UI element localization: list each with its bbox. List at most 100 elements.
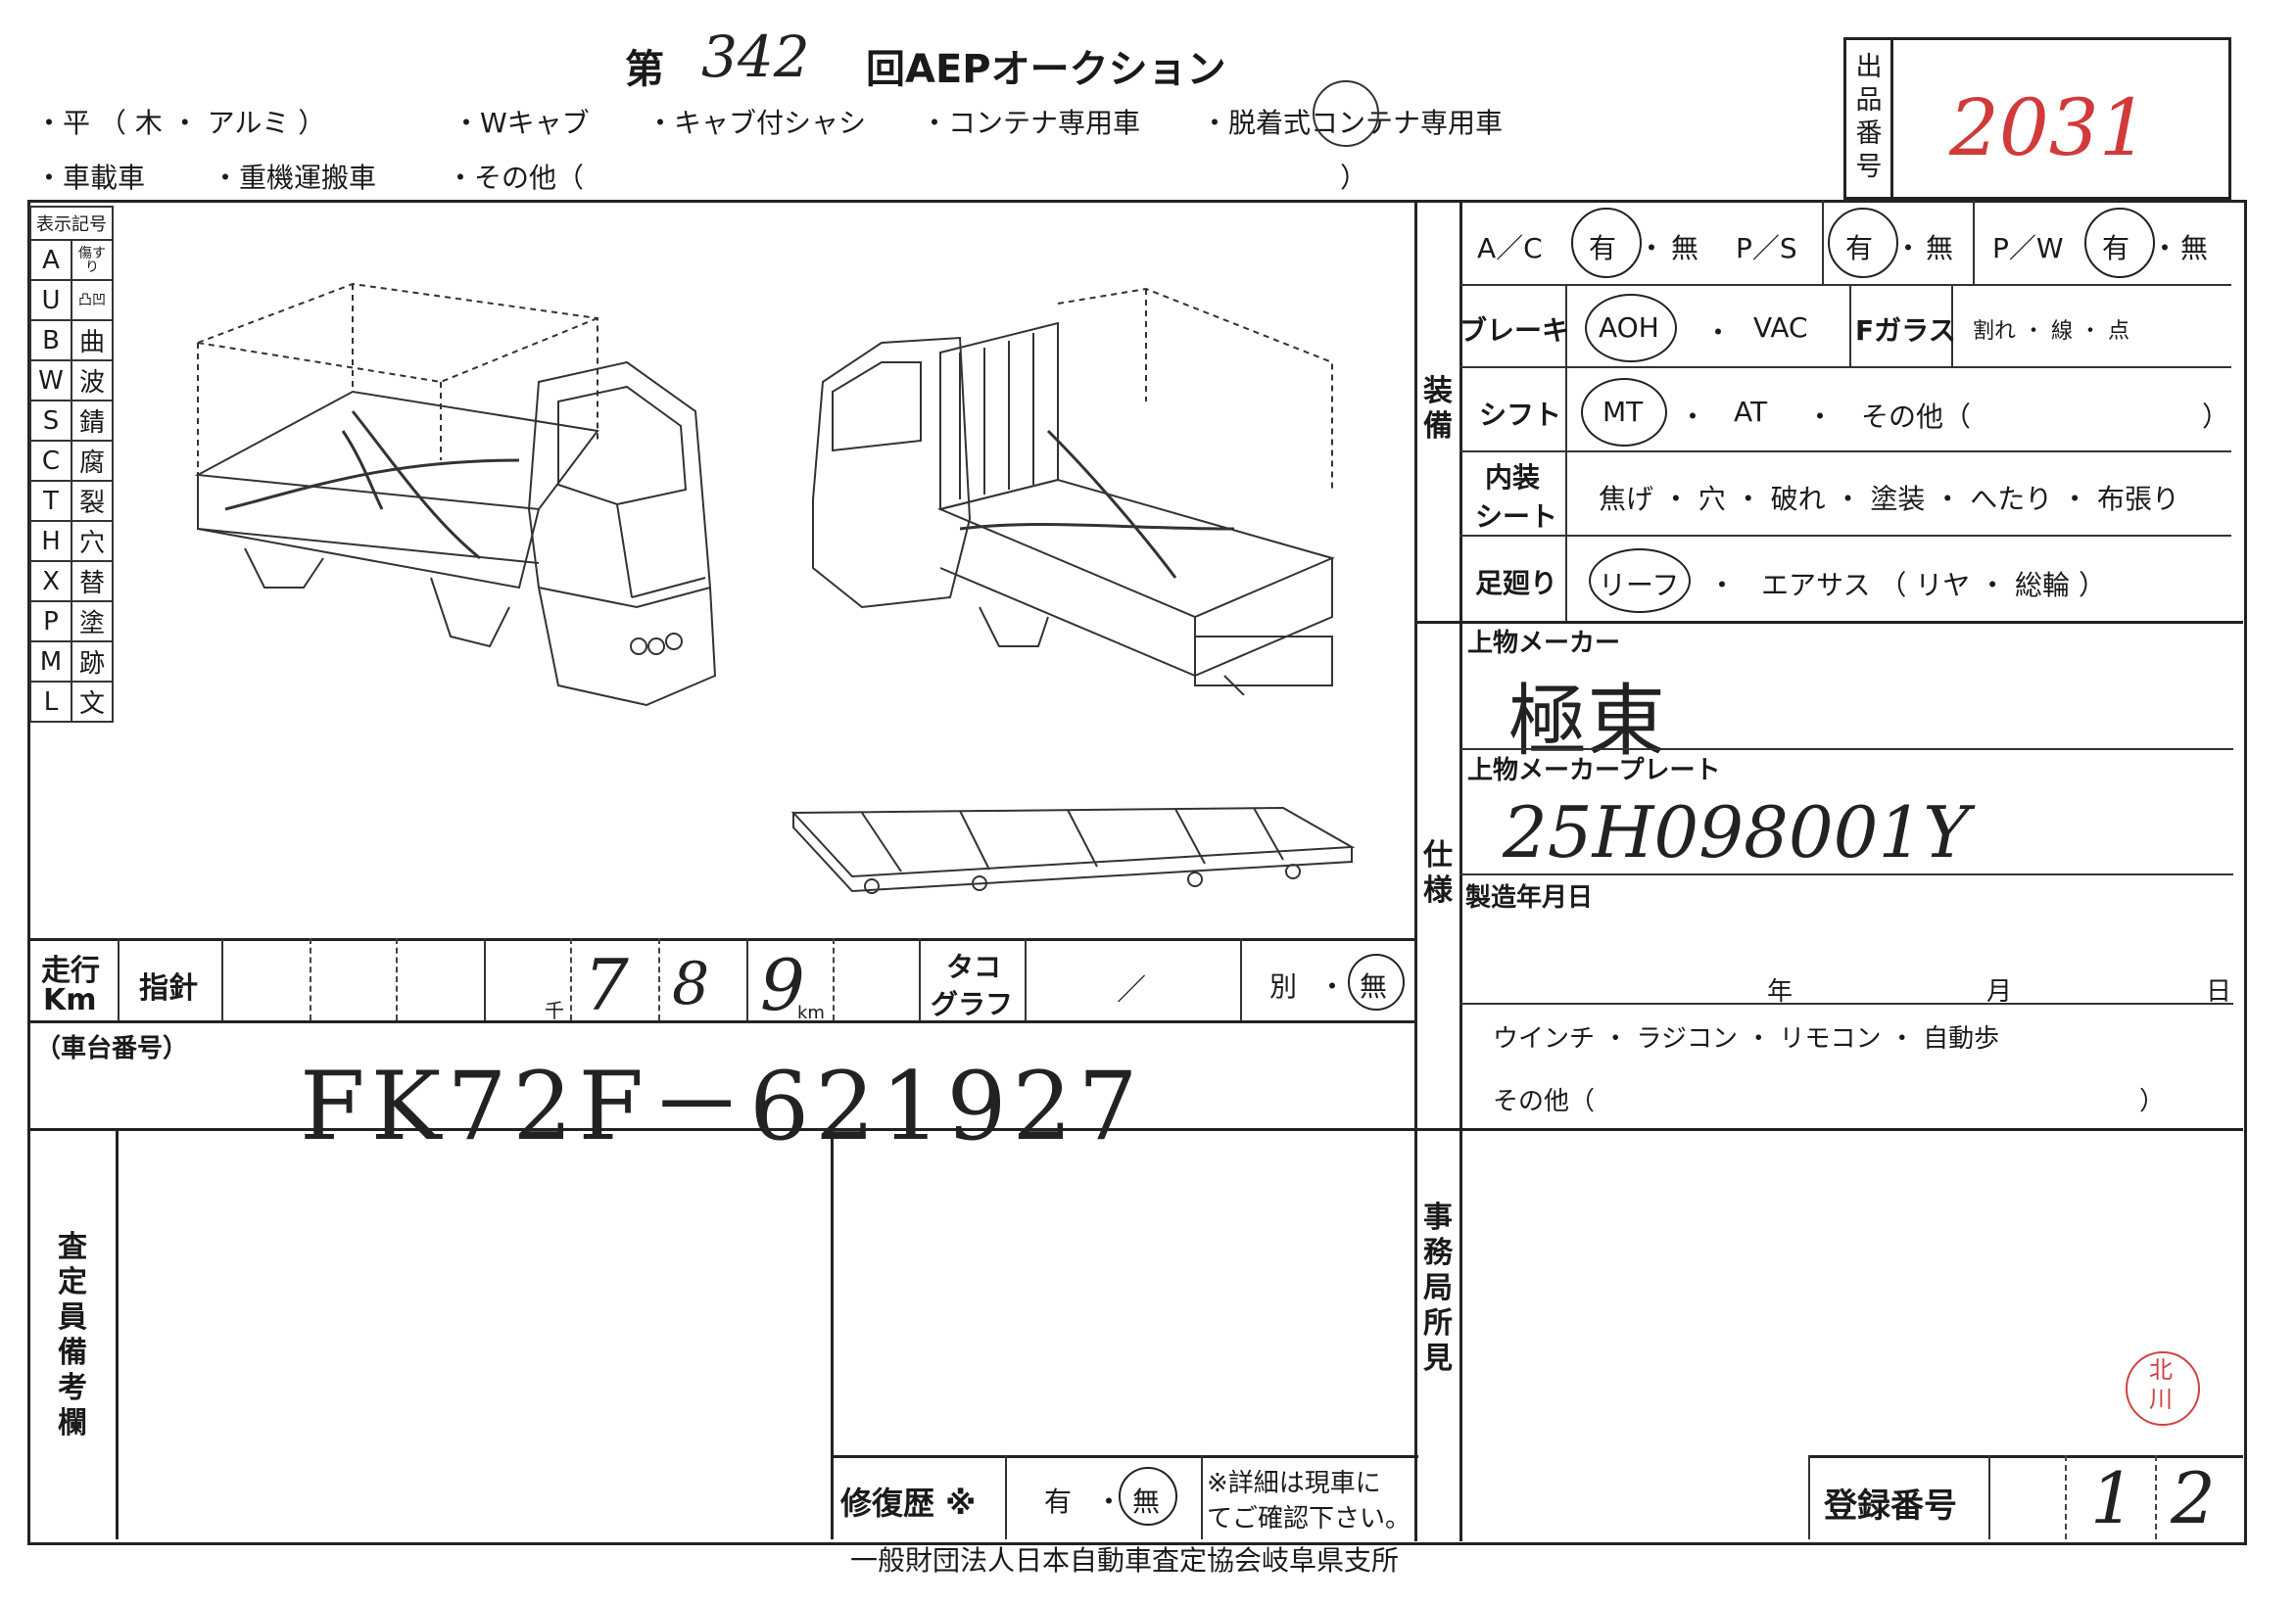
pw-label: P／W xyxy=(1992,232,2064,264)
ps-label: P／S xyxy=(1736,232,1797,264)
title-suffix: 回AEPオークション xyxy=(866,47,1226,92)
legend-meaning: 波 xyxy=(71,359,114,401)
repair-yes: 有 xyxy=(1044,1486,1073,1518)
spec-others-close: ） xyxy=(2139,1087,2166,1116)
brake-label: ブレーキ xyxy=(1459,314,1570,347)
legend-meaning: 凸凹 xyxy=(71,279,114,321)
legend-code: A xyxy=(29,239,72,281)
glass-options: 割れ ・ 線 ・ 点 xyxy=(1973,319,2129,344)
type-container: ・コンテナ専用車 xyxy=(921,107,1141,139)
truck-diagram-right xyxy=(812,287,1335,695)
lot-number-box xyxy=(1843,37,2231,200)
brake-dot: ・ xyxy=(1704,316,1733,349)
legend-code: C xyxy=(29,440,72,482)
truck-diagram-left xyxy=(194,282,717,707)
legend-code: H xyxy=(29,520,72,562)
repair-no-circle-mark xyxy=(1119,1467,1177,1526)
pw-yes-circle-mark xyxy=(2084,208,2155,278)
suspension-air: エアサス （ リヤ ・ 総輪 ） xyxy=(1761,569,2106,601)
type-other: ・その他（ xyxy=(447,162,585,194)
glass-label: Fガラス xyxy=(1855,314,1956,347)
ps-dot: ・ xyxy=(1894,232,1923,264)
plate-value: 25H098001Y xyxy=(1503,791,1970,873)
plate-label: 上物メーカープレート xyxy=(1467,756,1721,785)
mfg-day: 日 xyxy=(2206,977,2232,1007)
footer-organization: 一般財団法人日本自動車査定協会岐阜県支所 xyxy=(850,1544,1400,1577)
legend-meaning: 穴 xyxy=(71,520,114,562)
repair-history-label: 修復歴 ※ xyxy=(840,1485,977,1522)
legend-meaning: 替 xyxy=(71,560,114,602)
shift-other-close: ） xyxy=(2202,401,2230,433)
maker-value: 極東 xyxy=(1508,676,1665,767)
legend-meaning: 裂 xyxy=(71,480,114,522)
chassis-frame-diagram xyxy=(790,806,1356,894)
shift-label: シフト xyxy=(1479,399,1562,431)
tacho-label-line2: グラフ xyxy=(931,988,1014,1020)
ps-no: 無 xyxy=(1926,232,1954,264)
chassis-label: （車台番号） xyxy=(35,1034,189,1063)
ac-yes-circle-mark xyxy=(1571,208,1642,278)
interior-options: 焦げ ・ 穴 ・ 破れ ・ 塗装 ・ へたり ・ 布張り xyxy=(1599,483,2180,515)
legend-code: L xyxy=(29,681,72,723)
legend-code: W xyxy=(29,359,72,401)
spec-extras: ウインチ ・ ラジコン ・ リモコン ・ 自動歩 xyxy=(1493,1024,2000,1054)
spec-section-label: 仕様 xyxy=(1423,838,1453,908)
mfg-year: 年 xyxy=(1767,977,1794,1007)
spec-others: その他（ xyxy=(1493,1087,1596,1116)
brake-aoh-circle-mark xyxy=(1585,294,1677,362)
legend-meaning: 塗 xyxy=(71,600,114,642)
shift-dot: ・ xyxy=(1806,401,1835,433)
odometer-digit: 8 xyxy=(672,950,710,1018)
office-remarks-label: 事務局所見 xyxy=(1423,1201,1453,1376)
km-unit: km xyxy=(797,1003,825,1023)
type-wcab: ・Wキャブ xyxy=(453,107,590,139)
legend-meaning: 跡 xyxy=(71,640,114,683)
odometer-label-line2: Km xyxy=(43,983,97,1017)
legend-code: P xyxy=(29,600,72,642)
legend-code: X xyxy=(29,560,72,602)
brake-vac: VAC xyxy=(1753,311,1808,344)
legend-meaning: 腐 xyxy=(71,440,114,482)
shift-mt-circle-mark xyxy=(1581,378,1667,447)
pw-no: 無 xyxy=(2180,232,2209,264)
shift-at: AT xyxy=(1734,396,1768,428)
interior-label-line1: 内装 xyxy=(1485,461,1541,494)
inspector-stamp-text: 北川 xyxy=(2149,1356,2173,1413)
shift-dot: ・ xyxy=(1679,401,1707,433)
separate-dot: ・ xyxy=(1318,970,1347,1003)
lot-number-label: 出品番号 xyxy=(1855,52,1883,182)
registration-label: 登録番号 xyxy=(1824,1486,1957,1526)
lot-number-value: 2031 xyxy=(1949,82,2149,173)
repair-note-line1: ※詳細は現車に xyxy=(1207,1469,1381,1498)
odometer-digit: 7 xyxy=(584,944,629,1026)
suspension-dot: ・ xyxy=(1708,569,1737,601)
chassis-number: FK72F－621927 xyxy=(300,1052,1144,1161)
needle-label: 指針 xyxy=(139,971,198,1006)
inspector-remarks-label: 査定員備考欄 xyxy=(58,1230,87,1440)
odometer-label-line1: 走行 xyxy=(41,954,100,988)
form-frame xyxy=(27,200,2247,1545)
type-heavy-carrier: ・重機運搬車 xyxy=(212,162,377,194)
mfg-date-label: 製造年月日 xyxy=(1465,883,1594,913)
none-circle-mark xyxy=(1348,954,1405,1011)
suspension-label: 足廻り xyxy=(1475,567,1558,599)
registration-digit: 1 xyxy=(2090,1457,2135,1539)
suspension-leaf-circle-mark xyxy=(1589,548,1691,613)
type-cab-chassis: ・キャブ付シャシ xyxy=(646,107,867,139)
odometer-digit: 9 xyxy=(760,944,805,1026)
legend-meaning: 傷すり xyxy=(71,239,114,281)
ac-no: 無 xyxy=(1671,232,1699,264)
legend-code: B xyxy=(29,319,72,361)
legend-code: M xyxy=(29,640,72,683)
legend-code: S xyxy=(29,400,72,442)
ps-yes-circle-mark xyxy=(1828,208,1898,278)
registration-digit: 2 xyxy=(2171,1457,2216,1539)
inspector-stamp xyxy=(2126,1351,2200,1426)
ac-dot: ・ xyxy=(1638,232,1666,264)
equipment-section-label: 装備 xyxy=(1423,374,1453,444)
type-flat: ・平 （ 木 ・ アルミ ） xyxy=(35,107,326,139)
legend-code: T xyxy=(29,480,72,522)
round-number: 342 xyxy=(701,24,810,90)
maker-label: 上物メーカー xyxy=(1467,629,1621,658)
legend-title: 表示記号 xyxy=(29,206,114,241)
